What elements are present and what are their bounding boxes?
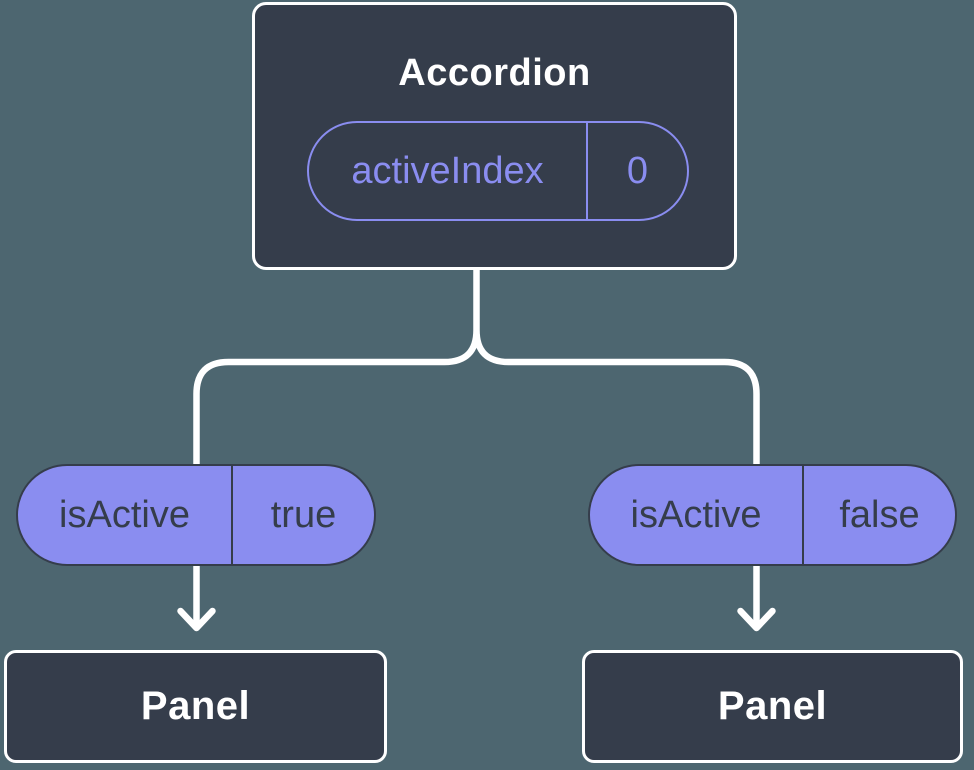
prop-pill-isactive-true: isActive true [16,464,376,566]
prop-value-label: true [231,466,374,564]
prop-name-label: isActive [630,493,762,536]
state-pill: activeIndex 0 [307,121,689,221]
component-node-panel-right: Panel [582,650,963,763]
arrow-down-icon [737,607,776,632]
component-node-accordion: Accordion activeIndex 0 [252,2,737,270]
prop-pill-isactive-false: isActive false [588,464,957,566]
connector-root-to-children [193,260,760,628]
prop-name-label: isActive [59,493,190,536]
component-node-panel-left: Panel [4,650,387,763]
prop-value-label: false [802,466,955,564]
component-title: Accordion [398,52,591,94]
state-value-label: 0 [586,123,687,219]
arrow-down-icon [177,607,216,632]
state-name-label: activeIndex [351,149,544,192]
